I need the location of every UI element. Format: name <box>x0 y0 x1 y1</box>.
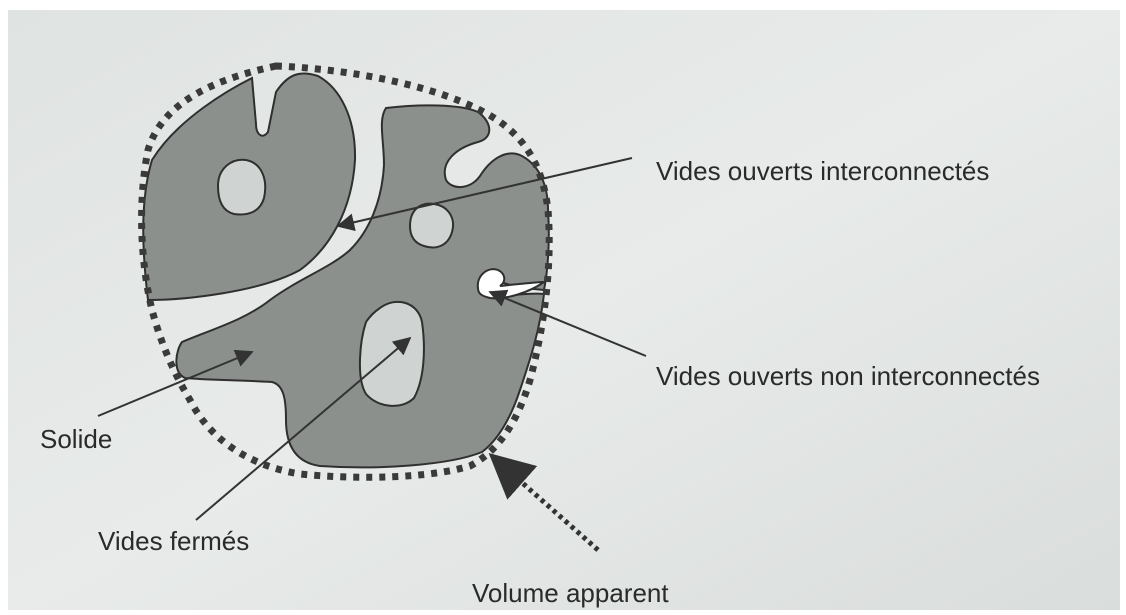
label-solid: Solide <box>40 424 112 454</box>
label-open-interconnected: Vides ouverts interconnectés <box>656 156 989 186</box>
label-open-non-interconnected: Vides ouverts non interconnectés <box>656 361 1040 391</box>
label-bulk-volume: Volume apparent <box>472 578 669 608</box>
closed-void-left <box>218 160 265 215</box>
page-background <box>8 10 1120 610</box>
closed-void-upper <box>410 204 453 248</box>
label-closed-voids: Vides fermés <box>98 526 249 556</box>
